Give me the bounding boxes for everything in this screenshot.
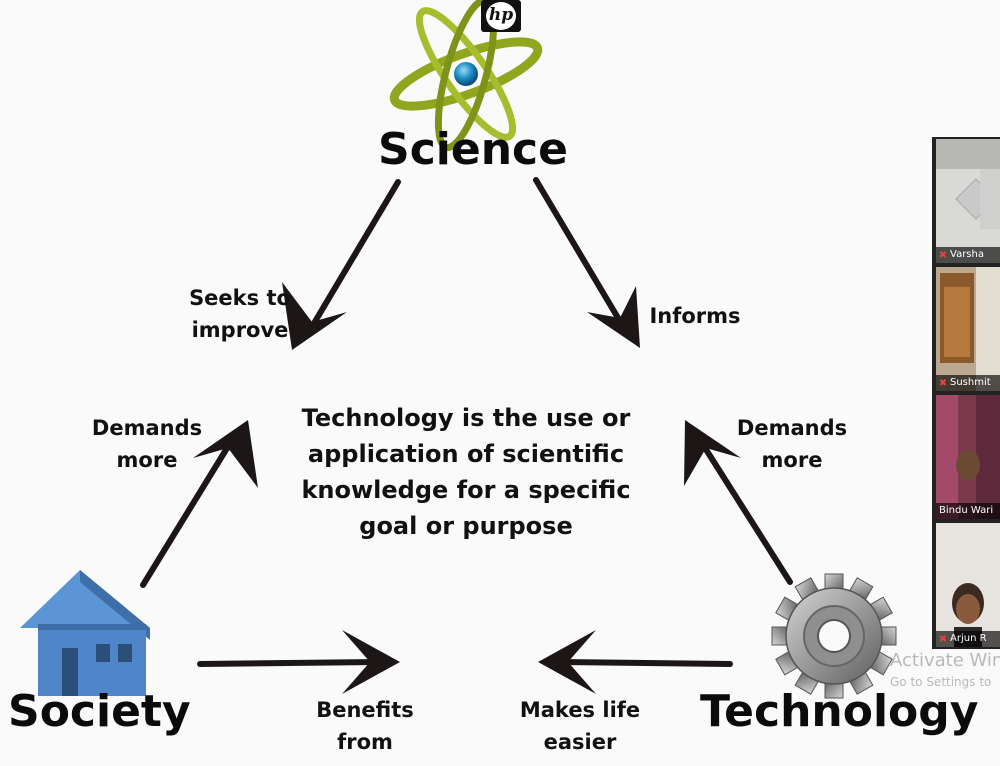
definition-line: goal or purpose (359, 512, 573, 540)
label-line: Demands (736, 416, 848, 440)
label-demands-more-right: Demands more (727, 412, 857, 476)
gear-icon (771, 573, 897, 699)
hp-logo-icon: hp (481, 0, 521, 32)
arrow-science-to-society (282, 179, 401, 350)
participant-name-bar: ✖ Sushmit (936, 375, 1000, 391)
label-line: Benefits (316, 698, 414, 722)
mic-muted-icon: ✖ (938, 249, 948, 261)
participant-name: Bindu Wari (939, 505, 994, 516)
activate-windows-watermark: Activate Win (890, 650, 1000, 671)
label-line: more (116, 448, 178, 472)
participant-video (936, 395, 1000, 519)
participant-tile[interactable]: ✖ Sushmit (936, 267, 1000, 391)
arrow-technology-to-society (538, 630, 733, 694)
participant-video (936, 523, 1000, 647)
participant-name: Sushmit (950, 377, 991, 388)
definition-line: knowledge for a specific (301, 476, 631, 504)
label-line: Demands (91, 416, 203, 440)
participant-video-panel[interactable]: ✖ Varsha ✖ Sushmit Bindu Wari (932, 137, 1000, 649)
participant-name: Arjun R (950, 633, 987, 644)
technology-definition: Technology is the use or application of … (286, 400, 646, 544)
participant-name: Varsha (950, 249, 984, 260)
participant-tile[interactable]: ✖ Varsha (936, 139, 1000, 263)
label-line: from (337, 730, 393, 754)
arrow-society-to-center (140, 420, 258, 588)
label-benefits-from: Benefits from (305, 694, 425, 758)
participant-tile[interactable]: Bindu Wari (936, 395, 1000, 519)
activate-windows-subtext: Go to Settings to (890, 675, 992, 689)
mic-muted-icon: ✖ (938, 377, 948, 389)
label-informs: Informs (640, 300, 750, 332)
house-icon (20, 570, 150, 696)
label-line: Seeks to (189, 286, 291, 310)
participant-name-bar: ✖ Arjun R (936, 631, 1000, 647)
label-demands-more-left: Demands more (82, 412, 212, 476)
hp-logo-text: hp (488, 5, 514, 25)
label-line: more (761, 448, 823, 472)
science-title: Science (378, 124, 568, 175)
label-line: easier (543, 730, 617, 754)
society-title: Society (8, 686, 191, 737)
label-line: Informs (649, 304, 741, 328)
label-line: Makes life (519, 698, 641, 722)
definition-line: application of scientific (307, 440, 625, 468)
arrow-society-to-technology (197, 630, 400, 694)
label-makes-life-easier: Makes life easier (510, 694, 650, 758)
definition-line: Technology is the use or (301, 404, 631, 432)
arrow-science-to-technology (533, 177, 640, 348)
participant-name-bar: ✖ Varsha (936, 247, 1000, 263)
arrow-technology-to-center (684, 420, 793, 585)
technology-title: Technology (700, 686, 979, 737)
mic-muted-icon: ✖ (938, 633, 948, 645)
participant-name-bar: Bindu Wari (936, 503, 1000, 519)
participant-video (936, 139, 1000, 263)
participant-video (936, 267, 1000, 391)
label-seeks-to-improve: Seeks to improve (180, 282, 300, 346)
label-line: improve (191, 318, 289, 342)
participant-tile[interactable]: ✖ Arjun R (936, 523, 1000, 647)
